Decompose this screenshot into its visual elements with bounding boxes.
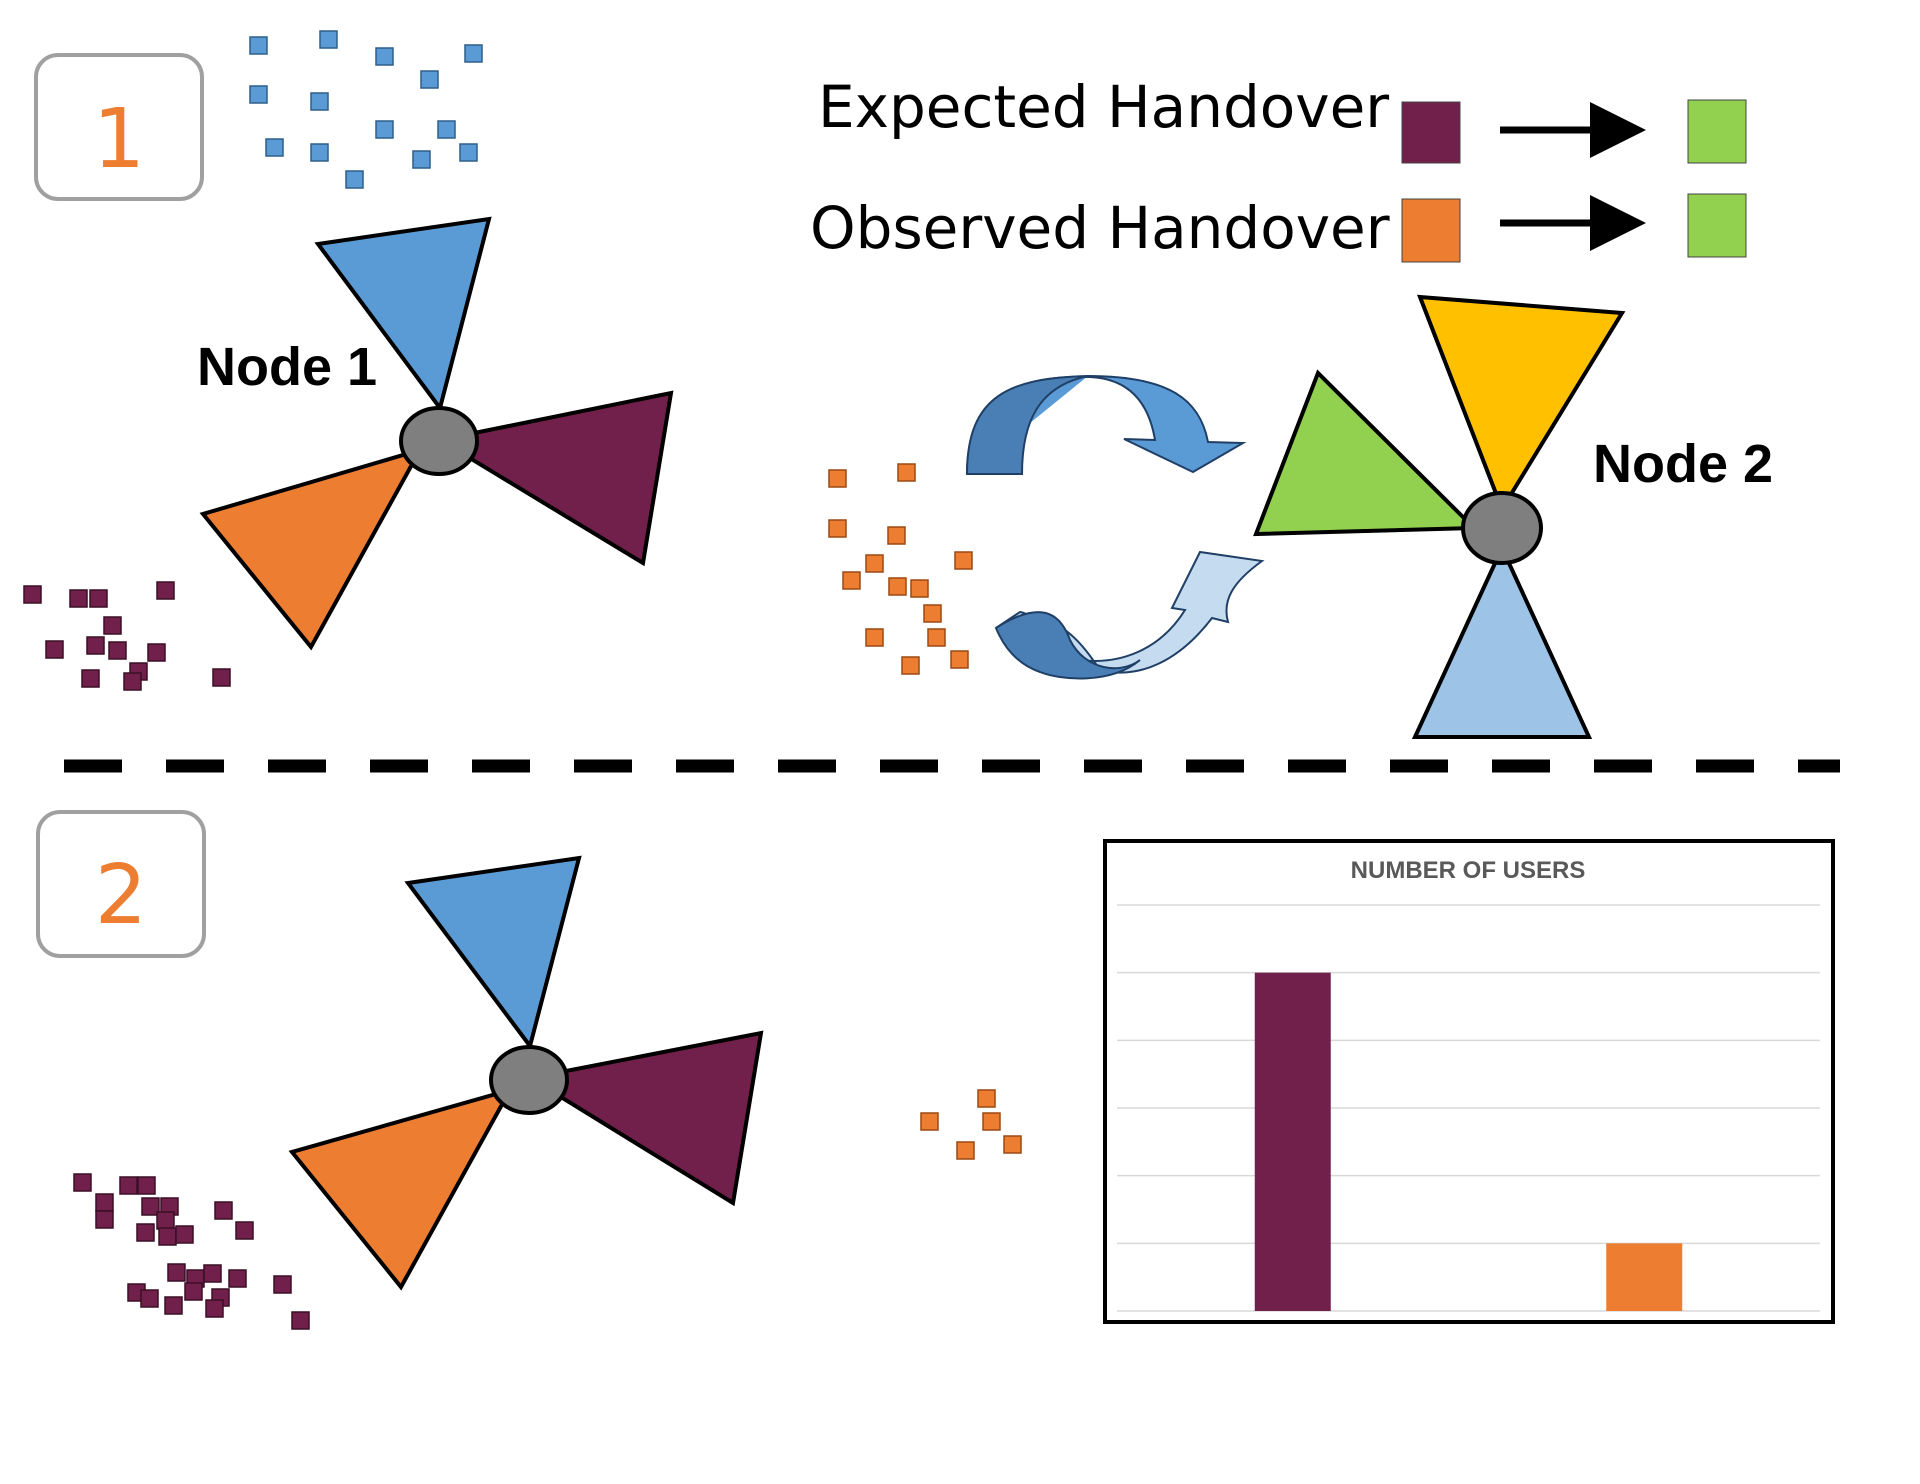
legend-observed-target-swatch (1687, 193, 1747, 258)
panel-2-hub (489, 1045, 569, 1115)
users-purple-cluster-2 (73, 1173, 310, 1330)
chart-bar-2 (1606, 1243, 1683, 1311)
panel-2-sector-orange (288, 1086, 515, 1291)
panel-2-box (36, 810, 206, 958)
node-1-hub (399, 406, 479, 476)
handover-arrow-bottom-body (994, 611, 1141, 680)
node-1-label: Node 1 (197, 337, 377, 397)
legend-expected-target-swatch (1687, 99, 1747, 164)
node-2-sector-light-blue (1411, 543, 1593, 739)
node-1-antenna-panel-2 (288, 855, 764, 1291)
node-2-antenna (1253, 294, 1626, 739)
chart-title: NUMBER OF USERS (1351, 857, 1586, 884)
node-1-sector-purple (434, 390, 674, 567)
node-1-sector-blue (314, 216, 492, 413)
chart-frame (1103, 839, 1835, 1324)
legend-expected-label: Expected Handover (818, 73, 1389, 141)
node-2-sector-yellow (1416, 294, 1626, 514)
legend-expected-source-swatch (1401, 101, 1461, 164)
chart-gridlines (1117, 904, 1820, 1312)
users-blue-cluster (249, 30, 483, 189)
panel-1-number: 1 (93, 92, 145, 187)
users-bar-chart: NUMBER OF USERS (1103, 839, 1835, 1324)
panel-1-box (34, 53, 204, 201)
users-purple-cluster-1 (23, 581, 231, 691)
node-2-label: Node 2 (1593, 434, 1773, 494)
node-2-sector-green (1253, 369, 1479, 537)
node-1-antenna (199, 216, 674, 651)
panel-2-number: 2 (95, 848, 147, 943)
legend-observed-source-swatch (1401, 198, 1461, 263)
legend-observed-label: Observed Handover (810, 194, 1390, 262)
users-orange-cluster-1 (828, 463, 973, 675)
panel-2-sector-purple (524, 1030, 764, 1207)
users-orange-cluster-2 (920, 1089, 1022, 1160)
chart-bar-1 (1254, 972, 1331, 1311)
handover-arrow-top-body (965, 375, 1089, 475)
node-2-hub (1461, 491, 1543, 565)
panel-2-sector-blue (404, 855, 582, 1051)
chart-bars (1254, 972, 1683, 1311)
node-1-sector-orange (199, 446, 425, 651)
